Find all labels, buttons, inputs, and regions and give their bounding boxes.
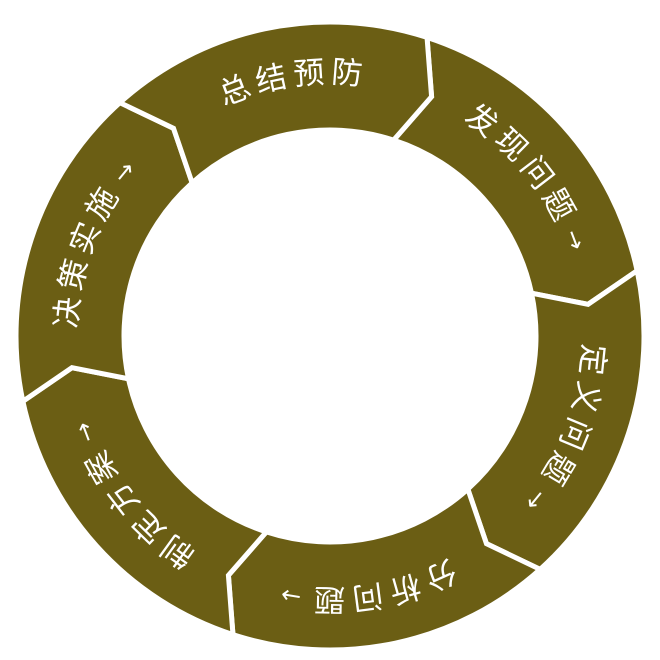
- ring-segment: [115, 19, 435, 188]
- ring-segment: [464, 266, 647, 573]
- ring-segments: [13, 19, 647, 653]
- ring-segment: [13, 99, 196, 406]
- step-arrow-icon: →: [272, 580, 303, 612]
